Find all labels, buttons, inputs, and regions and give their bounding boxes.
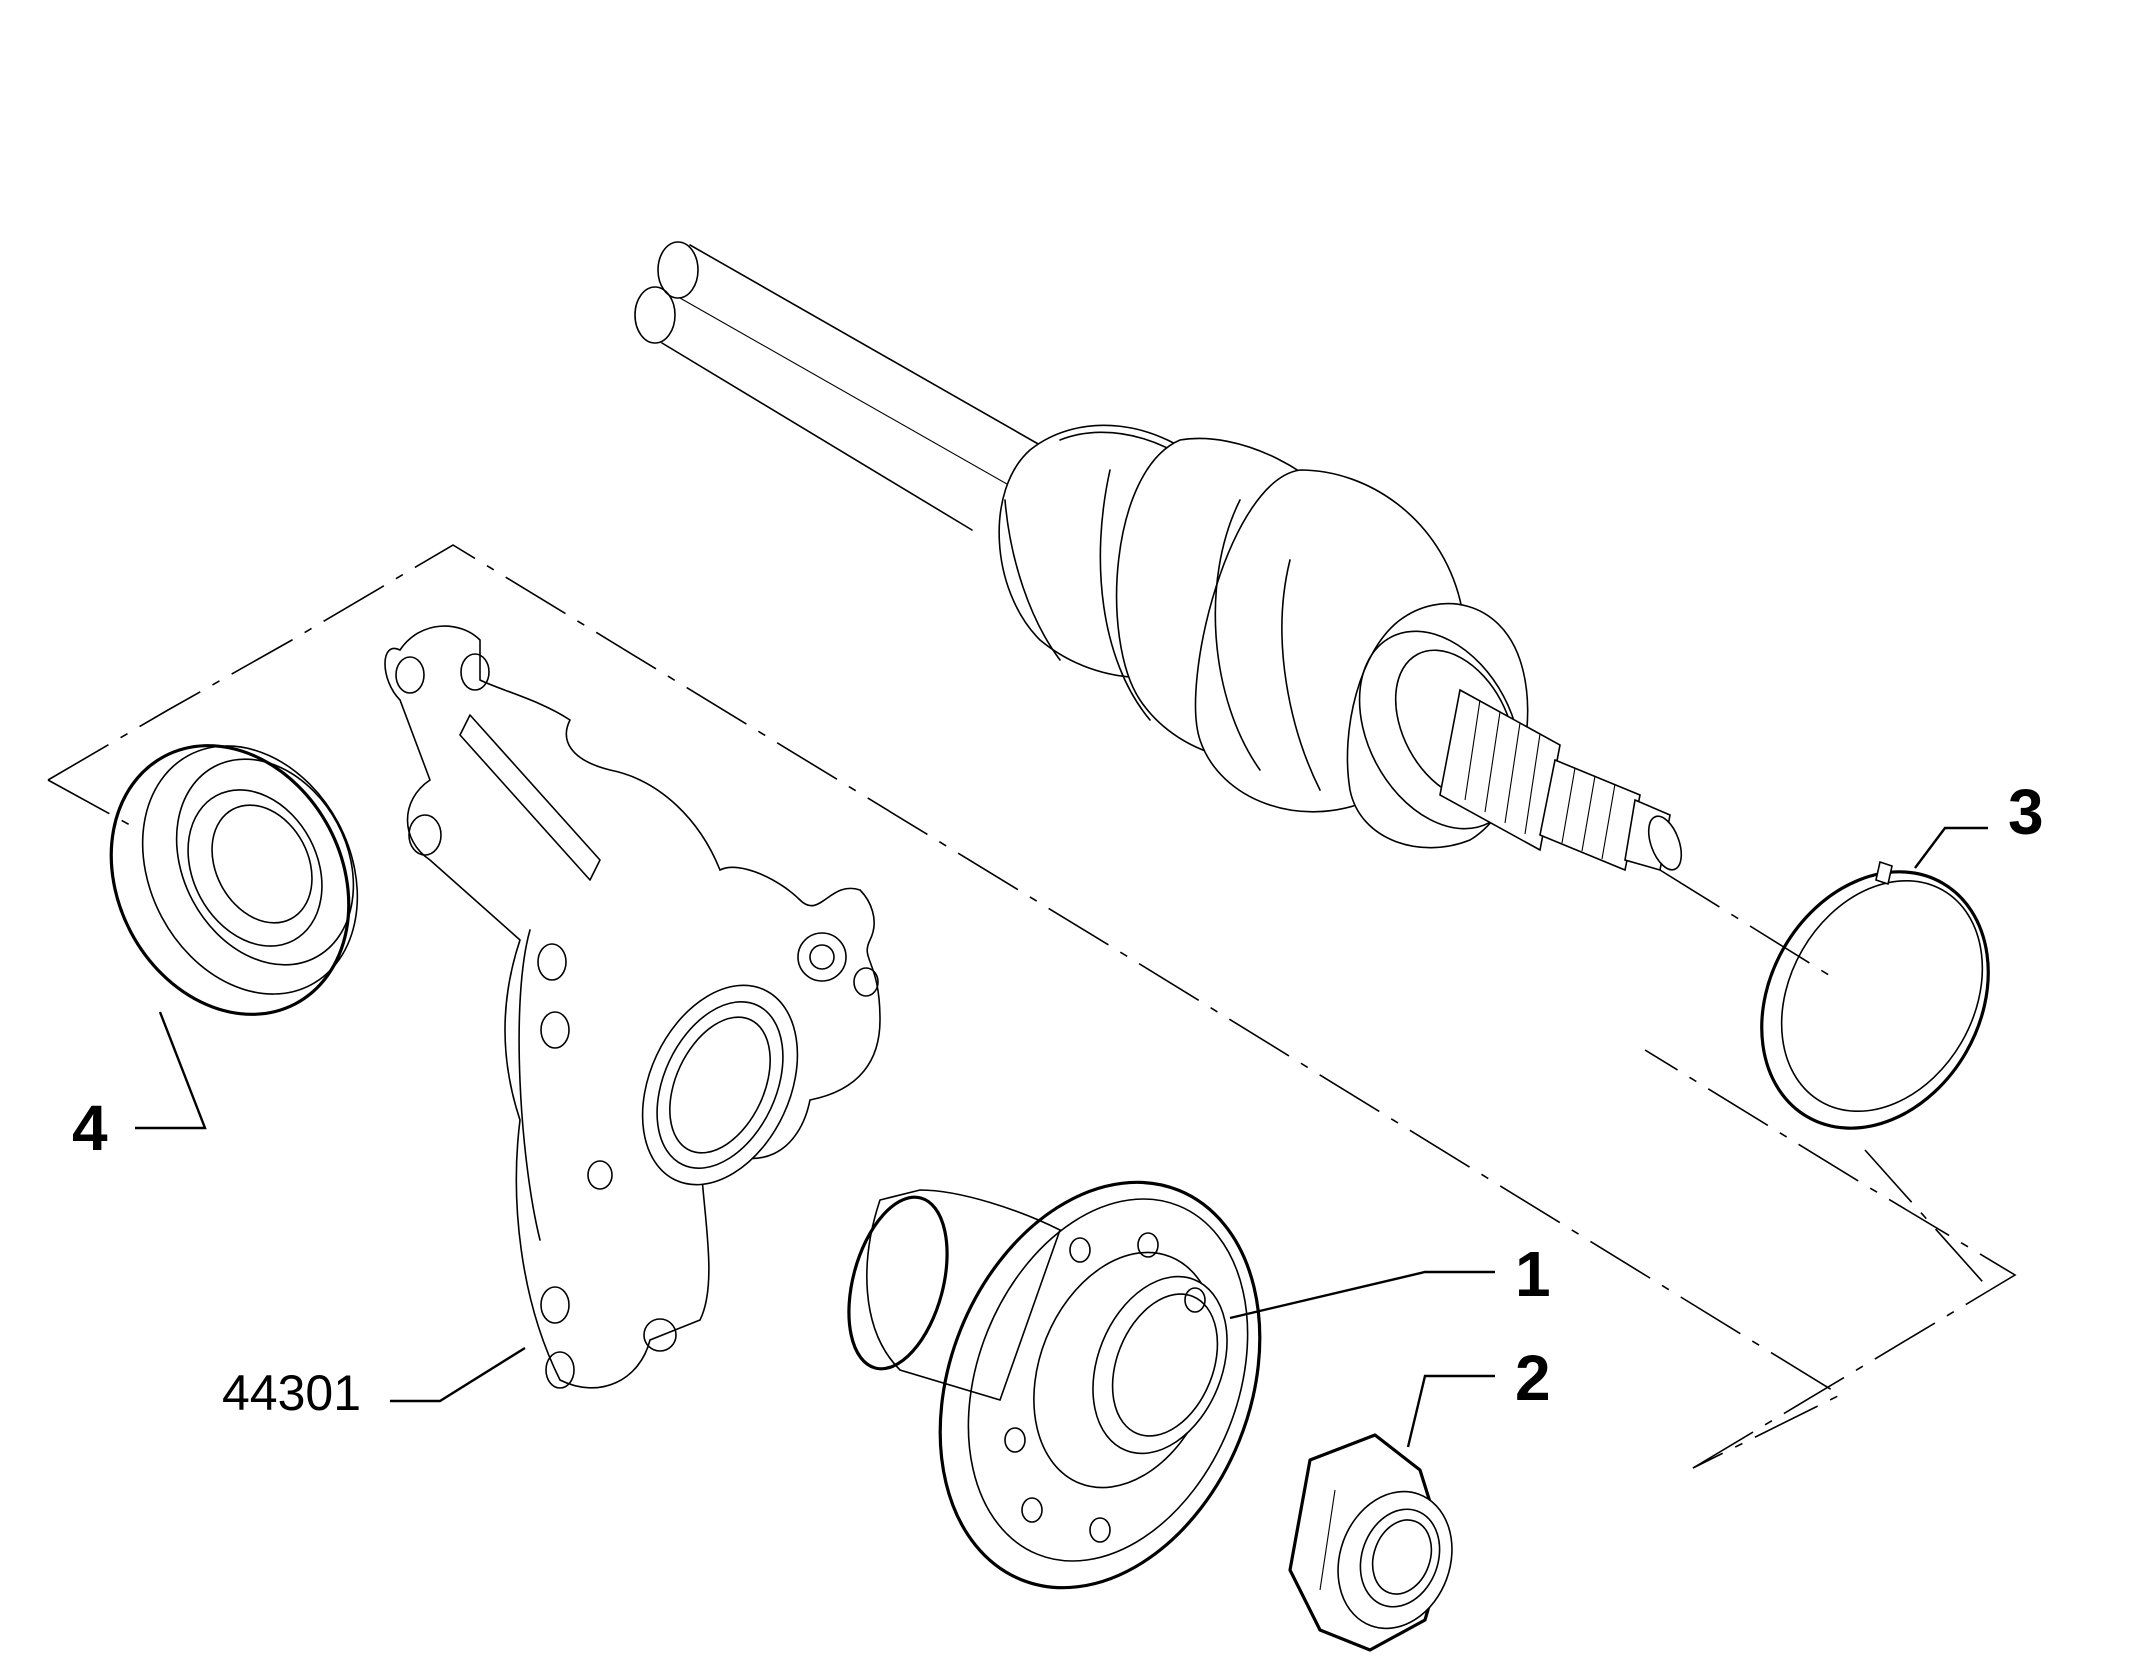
callout-1: 1 [1515, 1238, 1551, 1310]
steering-knuckle [384, 625, 881, 1389]
wheel-bearing [109, 744, 359, 1016]
leader-lines [135, 826, 1988, 1448]
callout-2: 2 [1515, 1342, 1551, 1414]
hub-nut [1288, 1433, 1453, 1652]
callout-4: 4 [72, 1092, 108, 1164]
assembly-frame [47, 544, 2017, 1469]
wheel-hub [847, 1180, 1262, 1590]
drive-shaft [634, 241, 1683, 872]
callout-3: 3 [2008, 776, 2044, 848]
callout-44301: 44301 [222, 1365, 361, 1421]
snap-ring [1760, 860, 1990, 1130]
